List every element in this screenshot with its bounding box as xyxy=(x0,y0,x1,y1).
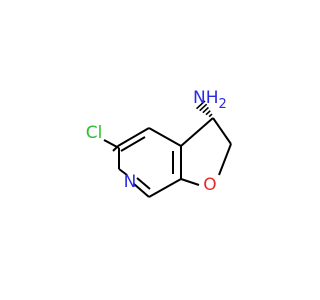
stereo-hash-line xyxy=(199,103,208,112)
ring-nitrogen-label: N xyxy=(124,172,137,192)
bond-c3a-c4b xyxy=(148,127,182,147)
bond-c6-cl xyxy=(103,139,120,149)
stereo-hash-line xyxy=(208,113,213,118)
stereo-hash-bond xyxy=(196,100,213,118)
chlorine-label: Cl xyxy=(86,123,103,143)
molecule-structure: Cl N O NH2 xyxy=(86,88,232,198)
bond-c4-c4-inner xyxy=(120,136,146,152)
bond-n-c7-inner xyxy=(136,177,151,190)
bond-n-c7 xyxy=(133,183,150,198)
amine-label: NH2 xyxy=(193,88,227,112)
bonds xyxy=(103,117,232,198)
oxygen-label: O xyxy=(203,175,216,195)
bond-c2-c3 xyxy=(212,117,232,145)
amine-symbol: NH xyxy=(193,88,219,108)
amine-subscript: 2 xyxy=(219,97,227,112)
bond-c7a-o xyxy=(180,178,200,186)
stereo-hash-line xyxy=(205,110,211,116)
bond-c6-n xyxy=(118,168,128,176)
bond-c3a-c4 xyxy=(117,127,150,147)
bond-c3-c3a xyxy=(180,117,214,147)
bond-c7-c7a xyxy=(148,178,182,198)
bond-o-c2 xyxy=(218,143,232,176)
stereo-hash-line xyxy=(196,100,206,110)
stereo-hash-line xyxy=(202,106,209,114)
